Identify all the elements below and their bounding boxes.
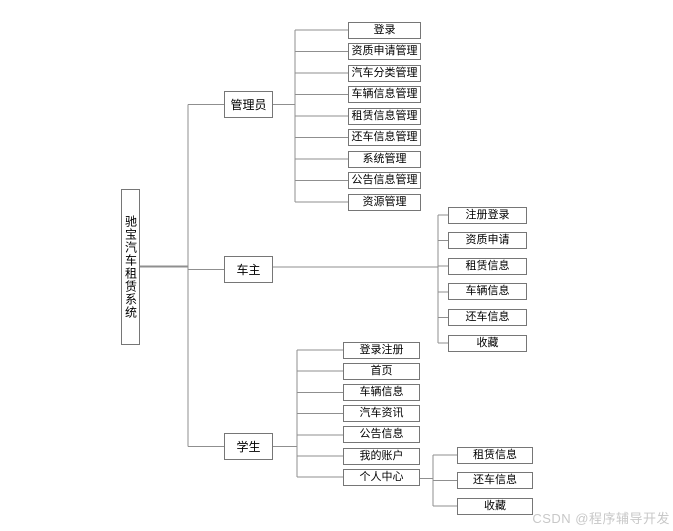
child-node: 收藏 [448,334,527,352]
child-node: 租赁信息管理 [348,107,421,125]
child-node: 租赁信息 [448,257,527,275]
child-node: 注册登录 [448,206,527,224]
child-node: 系统管理 [348,150,421,168]
watermark-text: CSDN @程序辅导开发 [532,511,670,526]
child-node: 还车信息管理 [348,129,421,146]
child-node: 汽车分类管理 [348,64,421,82]
branch-node-3: 学生 [224,433,273,460]
sub-child-node: 收藏 [457,497,533,515]
child-node: 登录注册 [343,341,420,359]
child-node: 资质申请管理 [348,43,421,60]
child-node: 首页 [343,362,420,380]
sub-child-node: 租赁信息 [457,446,533,464]
root-node: 驰宝汽车租赁系统 [121,189,140,345]
child-node: 个人中心 [343,468,420,486]
watermark: CSDN @程序辅导开发 [532,508,670,527]
child-node: 资源管理 [348,193,421,211]
child-node: 汽车资讯 [343,405,420,423]
child-node: 登录 [348,21,421,39]
child-node: 我的账户 [343,447,420,465]
branch-node-2: 车主 [224,256,273,283]
child-node: 资质申请 [448,232,527,250]
child-node: 车辆信息 [448,283,527,301]
sub-child-node: 还车信息 [457,472,533,489]
child-node: 公告信息 [343,426,420,444]
child-node: 车辆信息管理 [348,86,421,103]
root-label: 驰宝汽车租赁系统 [123,215,138,319]
child-node: 公告信息管理 [348,172,421,189]
child-node: 车辆信息 [343,383,420,401]
child-node: 还车信息 [448,308,527,326]
branch-node-1: 管理员 [224,91,273,118]
